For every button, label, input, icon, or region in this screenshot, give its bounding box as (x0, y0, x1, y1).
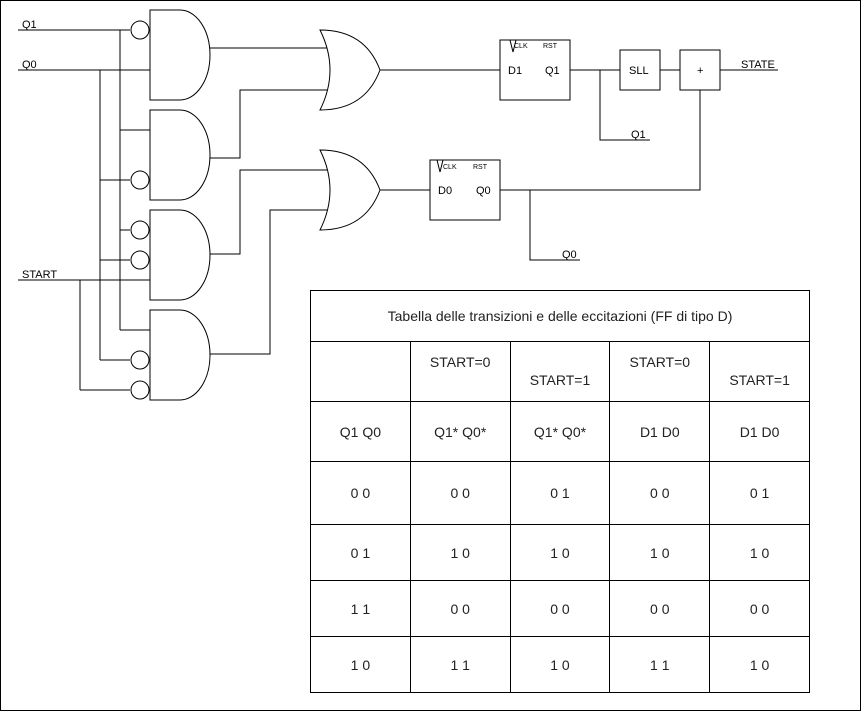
and-gate-3 (130, 209, 211, 301)
start-text: START=1 (729, 371, 790, 388)
adder-block (679, 49, 721, 91)
table-cell: 1 1 (409, 636, 511, 693)
adder-label: + (697, 65, 703, 77)
ff1-clk-label: CLK (514, 43, 528, 50)
header-cell: Q1* Q0* (509, 401, 611, 462)
table-header-row: Q1 Q0 Q1* Q0* Q1* Q0* D1 D0 D1 D0 (310, 401, 810, 462)
and-to-or-wires (210, 47, 330, 355)
table-cell: 0 0 (409, 580, 511, 637)
transition-table: Tabella delle transizioni e delle eccita… (310, 290, 810, 693)
table-cell: 0 0 (709, 580, 810, 637)
flip-flop-0 (429, 159, 501, 221)
start-text: START=0 (629, 353, 691, 370)
table-cell: 1 0 (509, 524, 611, 581)
header-cell: Q1* Q0* (409, 401, 511, 462)
and-gate-2 (130, 109, 211, 201)
table-title: Tabella delle transizioni e delle eccita… (310, 290, 810, 342)
sll-block (619, 49, 661, 91)
start-cell: START=1 (509, 341, 611, 402)
table-cell: 1 0 (409, 524, 511, 581)
ff0-clk-label: CLK (443, 164, 457, 171)
start-input-label: START (22, 269, 57, 281)
ff1-d-label: D1 (508, 65, 522, 77)
start-text: START=1 (529, 371, 591, 388)
q1-output-label: Q1 (631, 129, 646, 141)
or-gate-2 (319, 149, 381, 231)
or-gate-1 (319, 29, 381, 111)
start-text: START=0 (429, 353, 491, 370)
table-start-row: START=0 START=1 START=0 START=1 (310, 341, 810, 402)
start-cell-empty (310, 341, 411, 402)
table-cell: 1 0 (609, 524, 711, 581)
q0-input-label: Q0 (22, 59, 37, 71)
table-title-row: Tabella delle transizioni e delle eccita… (310, 290, 810, 342)
flip-flop-1 (499, 39, 571, 101)
header-cell: D1 D0 (709, 401, 810, 462)
table-cell: 0 0 (310, 461, 411, 525)
table-cell: 0 1 (310, 524, 411, 581)
table-cell: 0 0 (609, 580, 711, 637)
table-row: 0 1 1 0 1 0 1 0 1 0 (310, 524, 810, 581)
table-cell: 0 1 (709, 461, 810, 525)
table-row: 0 0 0 0 0 1 0 0 0 1 (310, 461, 810, 525)
table-cell: 1 0 (310, 636, 411, 693)
ff1-rst-label: RST (543, 43, 558, 50)
start-cell: START=0 (609, 341, 711, 402)
table-cell: 0 1 (509, 461, 611, 525)
state-output-label: STATE (741, 59, 775, 71)
table-cell: 1 0 (709, 524, 810, 581)
and-gate-4 (130, 309, 211, 401)
table-cell: 1 1 (310, 580, 411, 637)
table-cell: 0 0 (409, 461, 511, 525)
table-cell: 0 0 (609, 461, 711, 525)
table-cell: 0 0 (509, 580, 611, 637)
table-cell: 1 1 (609, 636, 711, 693)
table-cell: 1 0 (709, 636, 810, 693)
ff0-rst-label: RST (473, 164, 488, 171)
header-cell: D1 D0 (609, 401, 711, 462)
header-cell: Q1 Q0 (310, 401, 411, 462)
table-cell: 1 0 (509, 636, 611, 693)
start-cell: START=1 (709, 341, 810, 402)
ff0-d-label: D0 (438, 185, 452, 197)
table-row: 1 1 0 0 0 0 0 0 0 0 (310, 580, 810, 637)
sll-label: SLL (629, 65, 649, 77)
table-row: 1 0 1 1 1 0 1 1 1 0 (310, 636, 810, 693)
start-cell: START=0 (409, 341, 511, 402)
output-wires (500, 69, 778, 261)
ff0-q-label: Q0 (476, 185, 491, 197)
q0-output-label: Q0 (562, 249, 577, 261)
ff1-q-label: Q1 (545, 65, 560, 77)
input-wires (18, 29, 150, 391)
q1-input-label: Q1 (22, 19, 37, 31)
and-gate-1 (130, 9, 211, 101)
